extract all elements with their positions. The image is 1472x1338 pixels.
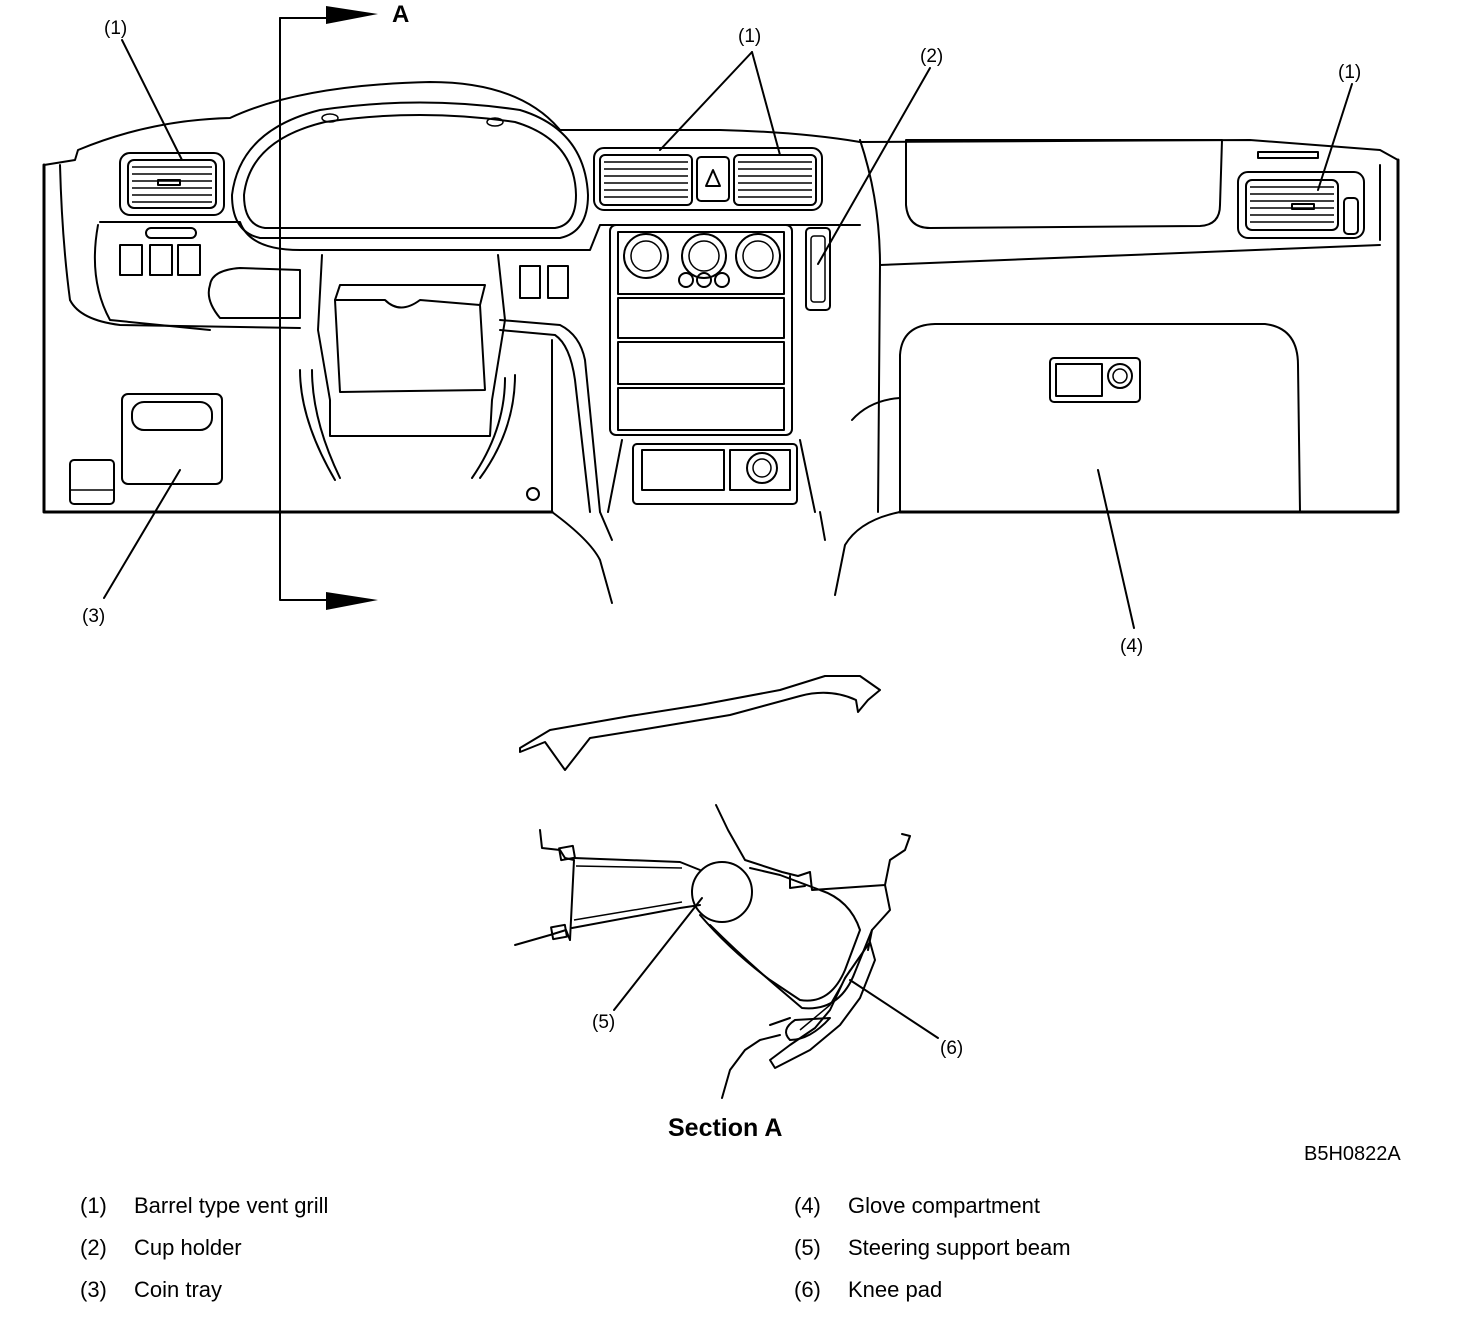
section-arrow-bottom-icon: [326, 592, 378, 610]
callout-knee-pad: (6): [940, 1038, 963, 1059]
legend-number: (2): [80, 1235, 107, 1260]
callout-left-vent: (1): [104, 18, 127, 39]
center-console: [607, 224, 816, 513]
coin-tray: [69, 393, 223, 505]
steering-column-cover: [207, 254, 516, 481]
figure-code: B5H0822A: [1304, 1143, 1401, 1165]
right-vent-grill: [1237, 171, 1365, 239]
legend-label: Coin tray: [134, 1277, 223, 1302]
legend-label: Glove compartment: [848, 1193, 1040, 1218]
legend-number: (3): [80, 1277, 107, 1302]
instrument-panel: [42, 81, 1400, 604]
left-vent-grill: [119, 152, 225, 216]
legend-number: (4): [794, 1193, 821, 1218]
passenger-dash-recess: [905, 139, 1319, 229]
legend-label: Barrel type vent grill: [134, 1193, 329, 1218]
section-arrow-letter: A: [392, 1, 409, 28]
legend-number: (1): [80, 1193, 107, 1218]
section-a-cross-section: (5) (6) Section A: [514, 675, 963, 1142]
callouts-top: (1) (1) (2) (1) (3) (4): [82, 18, 1361, 657]
meter-visor: [231, 101, 589, 239]
section-arrow-top-icon: [326, 6, 378, 24]
callout-steering-support-beam: (5): [592, 1012, 615, 1033]
section-cut-line: A: [279, 1, 409, 610]
section-title: Section A: [668, 1114, 782, 1142]
callout-cup-holder: (2): [920, 46, 943, 67]
glove-compartment: [899, 323, 1301, 513]
cup-holder: [805, 227, 831, 311]
hazard-triangle-icon: [705, 169, 721, 187]
left-switch-panel: [119, 227, 569, 299]
callout-coin-tray: (3): [82, 606, 105, 627]
legend: (1) Barrel type vent grill (2) Cup holde…: [0, 1185, 1472, 1315]
callout-glove-compartment: (4): [1120, 636, 1143, 657]
legend-number: (5): [794, 1235, 821, 1260]
legend-label: Knee pad: [848, 1277, 943, 1302]
legend-label: Cup holder: [134, 1235, 242, 1260]
legend-label: Steering support beam: [848, 1235, 1071, 1260]
legend-number: (6): [794, 1277, 821, 1302]
center-vent-grills: [593, 147, 823, 211]
callout-center-vents: (1): [738, 26, 761, 47]
callout-right-vent: (1): [1338, 62, 1361, 83]
